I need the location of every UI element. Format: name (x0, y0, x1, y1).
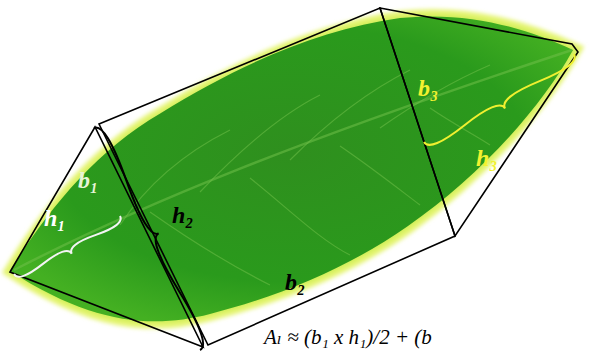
area-formula: Aₗ ≈ (b₁ x h₁)/2 + (b (262, 326, 434, 348)
triangle-outline (10, 127, 203, 347)
leaf-glow (6, 12, 580, 326)
base-label: b₃ (418, 76, 438, 100)
parallelogram-outline (99, 8, 455, 345)
height-label: h₁ (44, 206, 66, 230)
base-label: b₂ (285, 270, 305, 294)
height-bracket (94, 128, 203, 350)
end-triangle-outline (380, 8, 578, 236)
height-label: h₂ (172, 203, 194, 227)
height-bracket (14, 216, 121, 277)
height-label: h₃ (476, 146, 498, 170)
base-label: b₁ (78, 168, 98, 192)
area-polygons (10, 8, 578, 347)
height-bracket (424, 54, 575, 145)
leaf-blade (10, 16, 573, 321)
leaf-veins (14, 50, 572, 285)
